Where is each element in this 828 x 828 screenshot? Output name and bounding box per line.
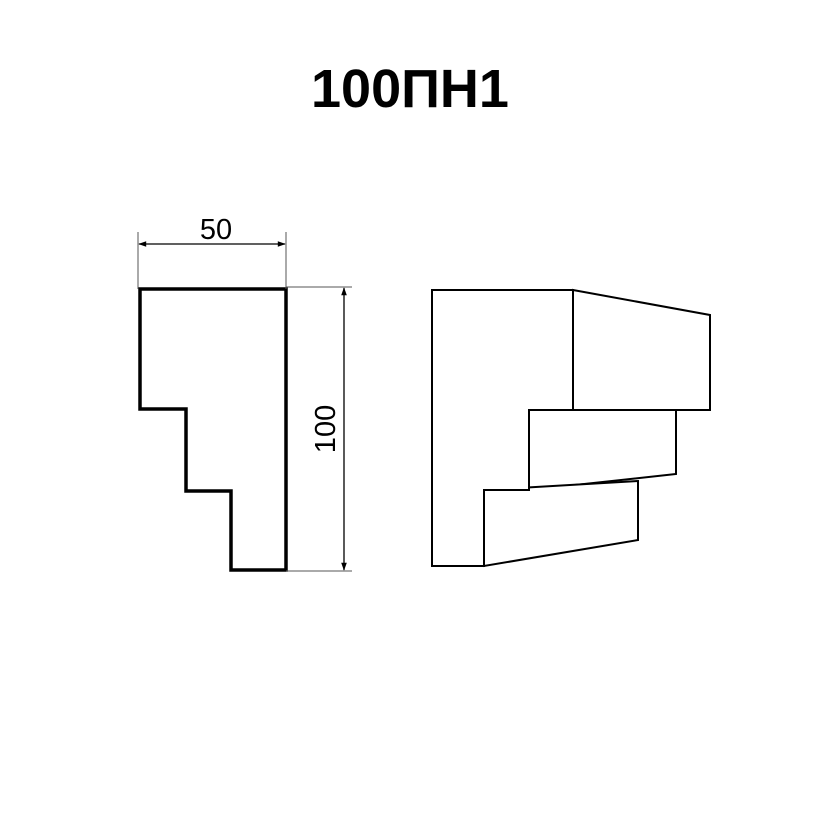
cross-section-profile [138, 287, 288, 572]
height-dimension-label: 100 [310, 405, 342, 453]
iso-front-profile-face [431, 289, 574, 567]
profile-outline [138, 287, 288, 572]
iso-top-step-face [572, 288, 711, 411]
iso-lower-step-face [483, 479, 639, 568]
iso-middle-step-face [528, 409, 677, 492]
width-dimension: 50 [137, 214, 287, 289]
isometric-view [431, 288, 711, 568]
width-dimension-label: 50 [200, 214, 232, 246]
product-code-title: 100ПН1 [311, 59, 509, 119]
height-dimension: 100 [286, 286, 352, 572]
